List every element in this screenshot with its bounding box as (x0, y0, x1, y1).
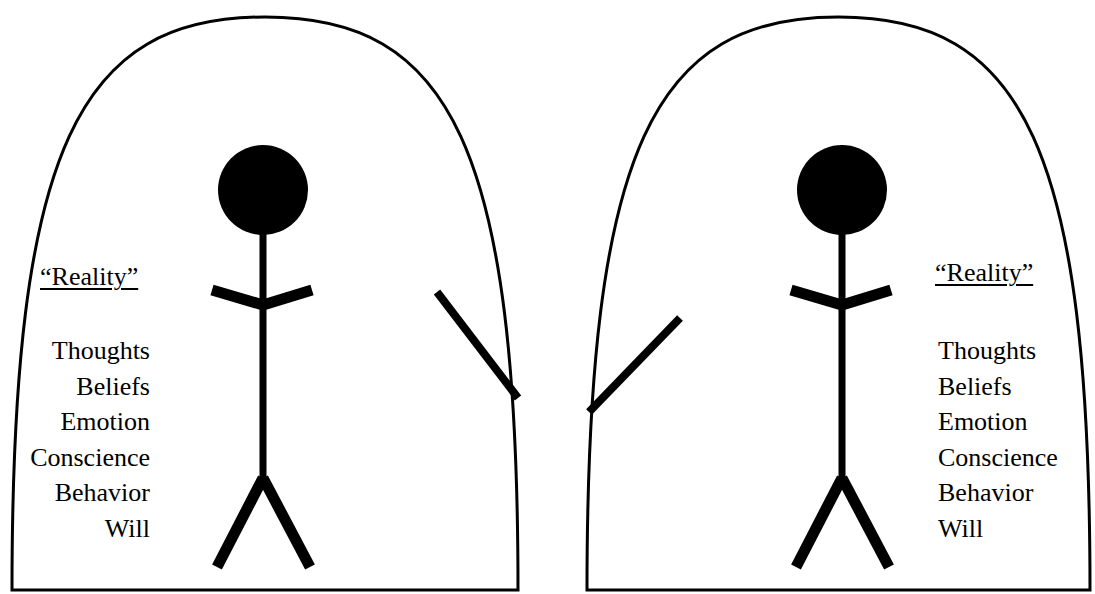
dome-list-item: Conscience (938, 440, 1078, 476)
figure-arms (212, 290, 312, 305)
dome-list-item: Thoughts (938, 333, 1078, 369)
dome-heading-holder: “Reality” (935, 255, 1033, 291)
reaching-line (437, 292, 518, 398)
dome-list-holder: ThoughtsBeliefsEmotionConscienceBehavior… (938, 333, 1078, 546)
figure-arms (791, 290, 891, 305)
figure-head (218, 145, 308, 235)
dome-list-item: Behavior (20, 475, 150, 511)
right-figure (791, 145, 891, 567)
dome-list-item: Will (20, 511, 150, 547)
reality-dome: “Reality” ThoughtsBeliefsEmotionConscienc… (10, 15, 520, 593)
dome-list-item: Emotion (20, 404, 150, 440)
figure-head (797, 145, 887, 235)
reality-dome: “Reality” ThoughtsBeliefsEmotionConscienc… (585, 15, 1092, 593)
dome-list-item: Will (938, 511, 1078, 547)
figure-leg (263, 478, 310, 567)
dome-outline-path (12, 17, 518, 590)
dome-list-holder: ThoughtsBeliefsEmotionConscienceBehavior… (20, 333, 150, 546)
reaching-line (589, 318, 680, 412)
figure-body (260, 225, 267, 482)
dome-outline-path (587, 17, 1090, 590)
dome-list-item: Behavior (938, 475, 1078, 511)
figure-body (839, 225, 846, 482)
dome-list-item: Thoughts (20, 333, 150, 369)
dome-heading: “Reality” (935, 255, 1033, 291)
left-figure (212, 145, 312, 567)
figure-leg (796, 478, 842, 567)
dome-list-item: Beliefs (938, 369, 1078, 405)
dome-list-item: Beliefs (20, 369, 150, 405)
figure-leg (217, 478, 263, 567)
dome-heading: “Reality” (40, 259, 138, 295)
dome-list-item: Conscience (20, 440, 150, 476)
figure-leg (842, 478, 889, 567)
dome-list-item: Emotion (938, 404, 1078, 440)
dome-heading-holder: “Reality” (40, 259, 138, 295)
